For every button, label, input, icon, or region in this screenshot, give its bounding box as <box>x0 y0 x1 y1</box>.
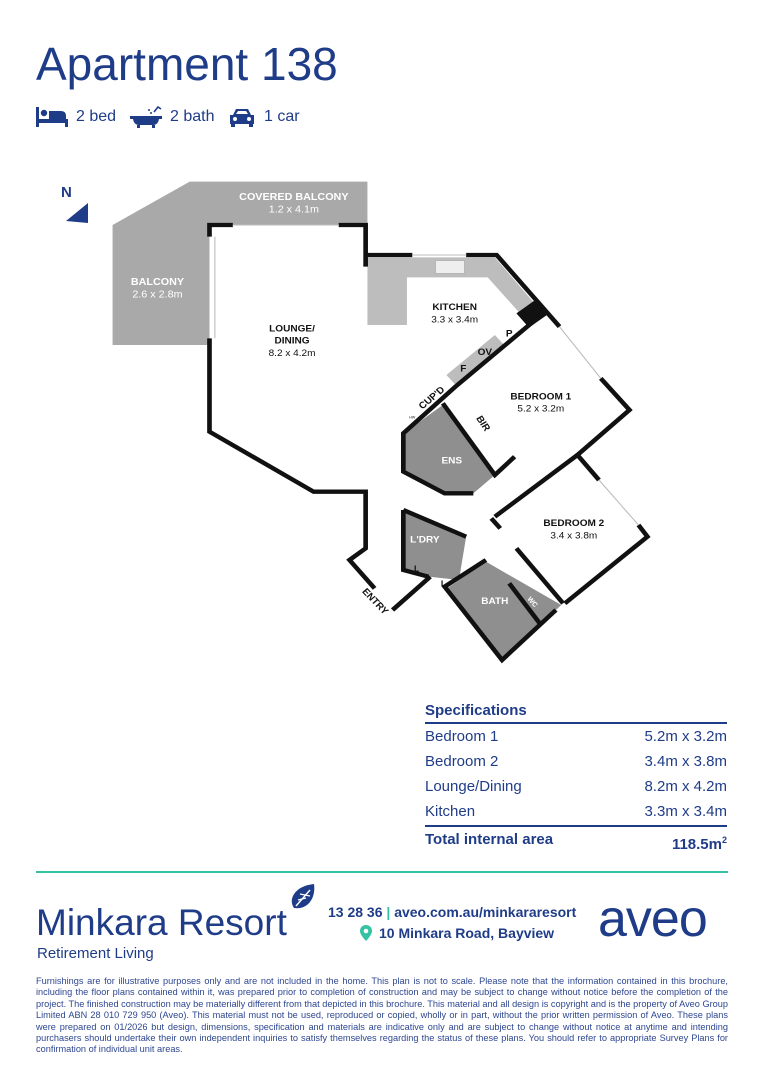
kitchen-counter <box>367 257 536 325</box>
walls <box>207 222 651 664</box>
spec-row: Bedroom 2 3.4m x 3.8m <box>425 749 727 774</box>
total-value: 118.5m <box>671 836 722 853</box>
separator: | <box>386 904 391 920</box>
spec-value: 8.2m x 4.2m <box>644 778 727 795</box>
north-label: N <box>61 184 72 201</box>
balcony-area <box>112 181 368 345</box>
fridge-label: F <box>460 364 466 375</box>
feature-bath-label: 2 bath <box>170 108 215 125</box>
resort-subtitle: Retirement Living <box>37 945 154 962</box>
balcony-size: 2.6 x 2.8m <box>132 290 182 301</box>
north-arrow: N <box>58 184 92 230</box>
contact-line: 13 28 36 | aveo.com.au/minkararesort <box>328 904 576 920</box>
laundry-floor <box>403 510 467 580</box>
kitchen-label: KITCHEN <box>432 302 477 313</box>
covered-balcony-size: 1.2 x 4.1m <box>269 205 319 216</box>
north-arrow-icon <box>66 203 88 223</box>
phone[interactable]: 13 28 36 <box>328 904 383 920</box>
aveo-logo: aveo <box>598 890 708 948</box>
windows <box>214 224 639 526</box>
linen-label-2: L <box>441 579 446 589</box>
location-pin-icon <box>360 925 372 941</box>
floor-plan: COVERED BALCONY 1.2 x 4.1m BALCONY 2.6 x… <box>112 181 651 664</box>
covered-balcony-label: COVERED BALCONY <box>239 192 348 203</box>
specifications-heading: Specifications <box>425 700 727 724</box>
linen-label-1: L <box>414 564 419 574</box>
feature-bath: 2 bath <box>130 106 214 128</box>
feature-bed-label: 2 bed <box>76 108 117 125</box>
pantry-label: P <box>506 329 513 340</box>
spec-label: Kitchen <box>425 803 476 820</box>
lounge-label-2: DINING <box>274 336 309 347</box>
website-link[interactable]: aveo.com.au/minkararesort <box>394 904 577 920</box>
footer-divider <box>36 871 728 873</box>
kitchen-size: 3.3 x 3.4m <box>431 315 478 326</box>
spec-value: 3.4m x 3.8m <box>644 753 727 770</box>
feature-bed: 2 bed <box>36 106 116 128</box>
spec-value: 3.3m x 3.4m <box>644 803 727 820</box>
bedroom2-label: BEDROOM 2 <box>543 518 604 529</box>
entry-label: ENTRY <box>359 587 390 618</box>
spec-value: 5.2m x 3.2m <box>644 728 727 745</box>
page-title: Apartment 138 <box>36 38 338 90</box>
total-label: Total internal area <box>425 831 554 848</box>
spec-label: Bedroom 1 <box>425 728 499 745</box>
spec-total-row: Total internal area 118.5m2 <box>425 825 727 853</box>
disclaimer: Furnishings are for illustrative purpose… <box>36 976 728 1055</box>
specifications-table: Specifications Bedroom 1 5.2m x 3.2m Bedr… <box>425 700 727 853</box>
ensuite-floor <box>403 405 495 494</box>
address-line: 10 Minkara Road, Bayview <box>360 925 554 941</box>
hot-water-label: HW <box>409 415 416 419</box>
feature-car-label: 1 car <box>264 108 300 125</box>
feature-car: 1 car <box>228 106 300 128</box>
utility-block <box>516 300 547 328</box>
bedroom1-label: BEDROOM 1 <box>510 392 571 403</box>
resort-name: Minkara Resort <box>36 902 287 943</box>
spec-label: Lounge/Dining <box>425 778 522 795</box>
spec-row: Lounge/Dining 8.2m x 4.2m <box>425 774 727 799</box>
address: 10 Minkara Road, Bayview <box>379 925 555 941</box>
monstera-leaf-icon <box>290 884 315 914</box>
spec-label: Bedroom 2 <box>425 753 499 770</box>
kitchen-appliance-bay <box>446 335 506 387</box>
bath-label: BATH <box>481 596 508 607</box>
bath-icon <box>130 106 162 128</box>
spec-row: Kitchen 3.3m x 3.4m <box>425 799 727 824</box>
total-unit-sup: 2 <box>721 835 727 845</box>
bedroom1-size: 5.2 x 3.2m <box>517 404 564 415</box>
sink <box>435 260 465 274</box>
laundry-label: L'DRY <box>410 535 440 546</box>
car-icon <box>230 109 254 127</box>
oven-label: OV <box>478 347 493 358</box>
bed-icon <box>36 107 68 127</box>
bir-label: BIR <box>473 414 492 433</box>
lounge-size: 8.2 x 4.2m <box>269 348 316 359</box>
bath-floor <box>444 561 562 660</box>
spec-row: Bedroom 1 5.2m x 3.2m <box>425 724 727 749</box>
ensuite-label: ENS <box>441 456 462 467</box>
balcony-label: BALCONY <box>131 277 184 288</box>
bedroom2-size: 3.4 x 3.8m <box>550 531 597 542</box>
lounge-label-1: LOUNGE/ <box>269 324 315 335</box>
